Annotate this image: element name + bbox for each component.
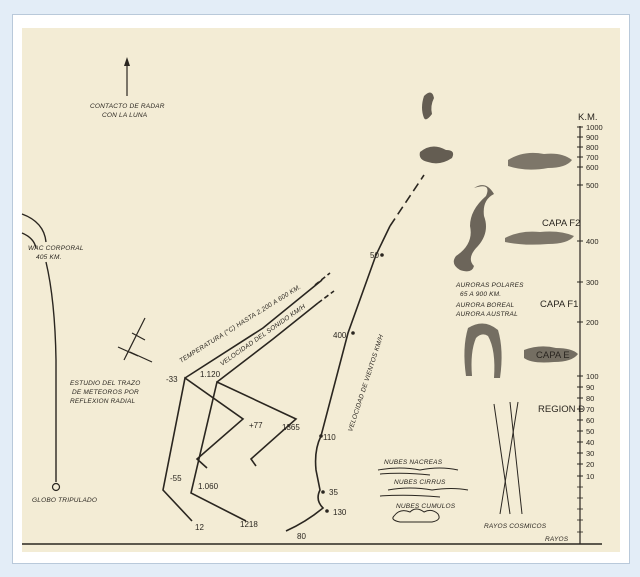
upper-cloud-2 [419, 146, 454, 164]
wind-value-130: 130 [333, 508, 347, 517]
region-d-label: REGION D [538, 404, 585, 415]
meteor-label-line3: REFLEXION RADIAL [70, 398, 136, 405]
capa-f2-label: CAPA F2 [542, 218, 580, 229]
nubes-cirrus-label: NUBES CIRRUS [394, 479, 446, 486]
rayos-cosmicos-label: RAYOS COSMICOS [484, 523, 547, 530]
wind-point-400 [351, 331, 355, 335]
aurora-boreal-label: AURORA BOREAL [455, 302, 515, 309]
altitude-tick-label: 300 [586, 278, 599, 287]
wind-point-35 [321, 490, 325, 494]
sound-curve-upper [216, 302, 319, 383]
wind-value-400: 400 [333, 331, 347, 340]
signature: RAYOS [545, 536, 569, 543]
wind-value-35: 35 [329, 488, 338, 497]
nubes-cumulos-label: NUBES CUMULOS [396, 503, 456, 510]
meteor-label-line1: ESTUDIO DEL TRAZO [70, 380, 140, 387]
altitude-tick-label: 40 [586, 438, 594, 447]
altitude-tick-label: 30 [586, 449, 594, 458]
capa-f1-label: CAPA F1 [540, 299, 578, 310]
globo-label: GLOBO TRIPULADO [32, 497, 97, 504]
moon-radar-label-line2: CON LA LUNA [102, 112, 147, 119]
altitude-tick-label: 900 [586, 133, 599, 142]
wind-value-50: 50 [370, 251, 379, 260]
auroras-label-line2: 65 A 900 KM. [460, 291, 501, 298]
wac-label-line2: 405 KM. [36, 254, 62, 261]
altitude-tick-label: 1000 [586, 123, 603, 132]
meteor-traces [117, 317, 153, 363]
wind-point-110 [319, 434, 323, 438]
wind-curve-dashed [389, 174, 425, 227]
temp-value-m33: -33 [166, 375, 178, 384]
capa-e-label: CAPA E [536, 350, 570, 361]
sound-curve [190, 380, 298, 522]
moon-radar-label-line1: CONTACTO DE RADAR [90, 103, 165, 110]
sound-value-1365: 1365 [282, 423, 300, 432]
altitude-tick-label: 10 [586, 472, 594, 481]
altitude-tick-label: 800 [586, 143, 599, 152]
cloud-e [524, 346, 578, 363]
aurora-curtain [464, 323, 502, 378]
sound-value-1218: 1218 [240, 520, 258, 529]
wind-point-130 [325, 509, 329, 513]
altitude-tick-label: 100 [586, 372, 599, 381]
nubes-nacreas-label: NUBES NACREAS [384, 459, 443, 466]
sound-value-1060: 1.060 [198, 482, 219, 491]
wind-value-80: 80 [297, 532, 306, 541]
altitude-tick-label: 80 [586, 394, 594, 403]
altitude-tick-label: 20 [586, 460, 594, 469]
temperature-curve-dashed [314, 272, 331, 286]
wind-value-110: 110 [323, 433, 336, 442]
temp-value-12: 12 [195, 523, 204, 532]
aurora-polar-shape [453, 185, 494, 272]
altitude-tick-label: 90 [586, 383, 594, 392]
altitude-tick-label: 500 [586, 181, 599, 190]
vientos-label: VELOCIDAD DE VIENTOS KM/H [347, 334, 385, 433]
wac-label-line1: WAC CORPORAL [28, 245, 84, 252]
altitude-tick-label: 200 [586, 318, 599, 327]
wac-corporal-trajectory [21, 213, 47, 249]
balloon-line [45, 261, 57, 482]
temperature-curve-upper [184, 279, 323, 379]
sound-value-1120: 1.120 [200, 370, 221, 379]
sound-curve-dashed [317, 290, 335, 304]
altitude-tick-label: 400 [586, 237, 599, 246]
temp-value-m55: -55 [170, 474, 182, 483]
altitude-tick-label: 700 [586, 153, 599, 162]
aurora-austral-label: AURORA AUSTRAL [455, 311, 518, 318]
upper-cloud-1 [422, 92, 434, 120]
temp-value-p77: +77 [249, 421, 263, 430]
km-unit-label: K.M. [578, 112, 598, 123]
cosmic-rays [493, 401, 523, 515]
altitude-tick-label: 600 [586, 163, 599, 172]
altitude-tick-label: 60 [586, 416, 594, 425]
diagram-paper [22, 28, 620, 552]
wind-point-50 [380, 253, 384, 257]
cloud-f2 [505, 231, 574, 245]
altitude-tick-label: 50 [586, 427, 594, 436]
auroras-label-line1: AURORAS POLARES [455, 282, 524, 289]
wind-curve [285, 225, 391, 532]
cloud-strokes [377, 467, 469, 523]
altitude-tick-label: 70 [586, 405, 594, 414]
moon-radar-arrow [124, 57, 130, 96]
meteor-label-line2: DE METEOROS POR [72, 389, 139, 396]
cloud-700 [508, 152, 572, 170]
balloon-icon [51, 482, 61, 492]
